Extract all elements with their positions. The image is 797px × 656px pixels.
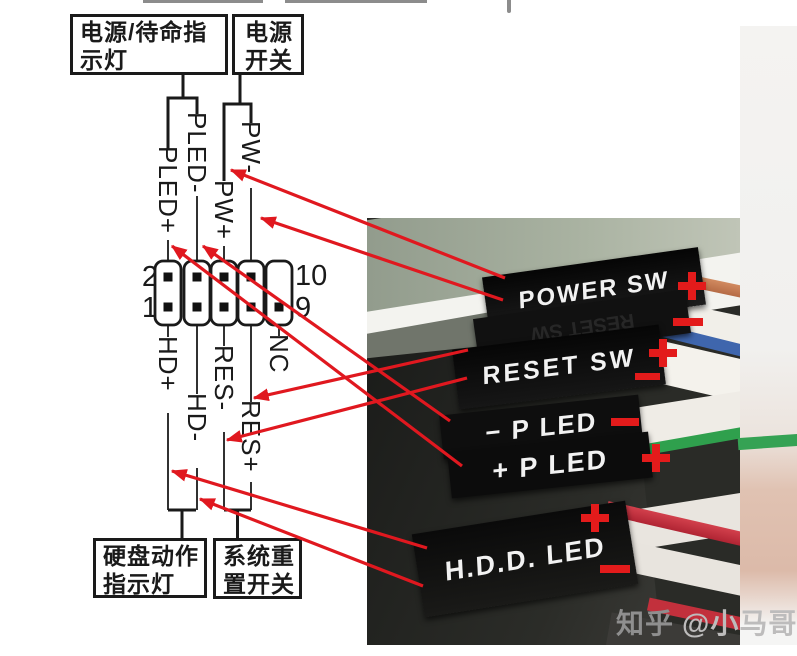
pin-label-nc: NC	[264, 334, 294, 374]
hdd-led-label: H.D.D. LED	[443, 530, 607, 587]
pled-plus-mark	[642, 444, 670, 472]
pled-minus-mark	[611, 418, 639, 426]
watermark: 知乎@小马哥	[616, 602, 797, 642]
crop-remnant-line	[143, 0, 263, 3]
reset-sw-label: RESET SW	[482, 343, 636, 390]
connector-photo: POWER SW RESET SW RESET SW − P LED + P L…	[367, 218, 740, 645]
crop-remnant-paren	[507, 0, 511, 13]
pin-label-hd-plus: HD+	[153, 336, 183, 392]
pin-number-1: 1	[141, 292, 158, 324]
reset-sw-plus-mark	[649, 339, 677, 367]
label-box-hdd-led-line2: 指示灯	[103, 571, 175, 597]
photo-right-strip	[740, 26, 797, 645]
hdd-led-minus-mark	[600, 565, 630, 573]
pin-number-9: 9	[295, 292, 312, 324]
header-pins	[163, 272, 284, 312]
label-box-reset-switch-line1: 系统重	[223, 543, 295, 569]
header-pillars	[153, 259, 294, 327]
label-box-reset-switch-line2: 置开关	[223, 571, 295, 597]
reset-sw-minus-mark	[635, 373, 660, 380]
label-box-power-switch-line1: 电源	[245, 19, 293, 45]
label-box-power-switch-line2: 开关	[245, 47, 293, 73]
label-box-hdd-led-line1: 硬盘动作	[103, 543, 199, 569]
pin-number-2: 2	[141, 261, 158, 293]
pin-label-res-plus: RES+	[236, 400, 266, 473]
pin-number-10: 10	[295, 260, 328, 292]
pin-label-pw-plus: PW+	[209, 180, 239, 241]
pin-label-pw-minus: PW-	[236, 121, 266, 175]
label-box-power-led: 电源/待命指 示灯	[70, 14, 228, 75]
crop-remnant-line	[285, 0, 427, 3]
label-box-hdd-led: 硬盘动作 指示灯	[93, 538, 207, 598]
pin-label-pled-plus: PLED+	[153, 146, 183, 235]
power-sw-plus-mark	[678, 272, 706, 300]
watermark-handle: @小马哥	[682, 608, 797, 639]
power-sw-minus-mark	[673, 318, 703, 326]
watermark-brand: 知乎	[616, 608, 675, 639]
label-box-power-led-line1: 电源/待命指	[80, 19, 208, 45]
label-box-reset-switch: 系统重 置开关	[213, 538, 302, 599]
pled-plus-label: + P LED	[492, 443, 608, 486]
label-box-power-switch: 电源 开关	[232, 14, 304, 75]
hdd-led-plus-mark	[581, 504, 609, 532]
label-box-power-led-line2: 示灯	[80, 47, 128, 73]
